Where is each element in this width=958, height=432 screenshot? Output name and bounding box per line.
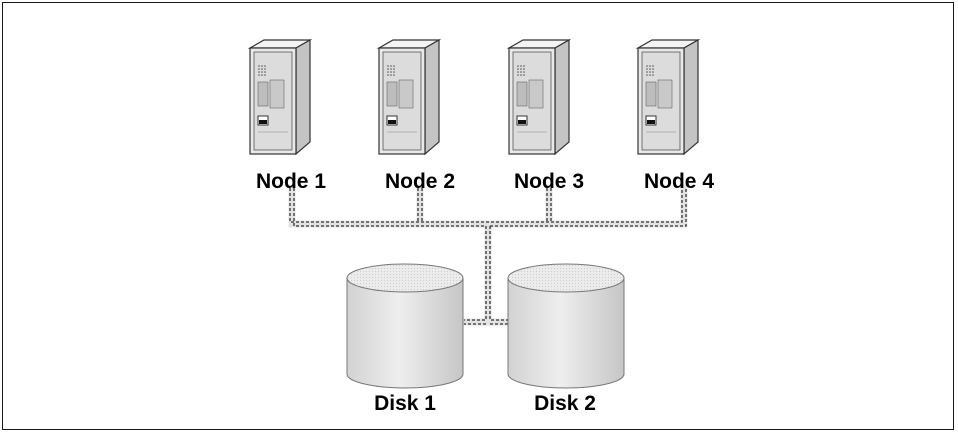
server-tower-icon [378,39,440,155]
node-label: Node 3 [514,170,584,193]
node-server-2 [378,39,440,155]
network-cabling [288,184,688,326]
server-tower-icon [637,39,699,155]
node-label: Node 4 [644,170,714,193]
disk-cylinder-icon [507,263,625,389]
node-label: Node 1 [256,170,326,193]
server-tower-icon [508,39,570,155]
node-server-3 [508,39,570,155]
shared-disk-1 [346,263,464,389]
node-server-1 [249,39,311,155]
disk-label: Disk 2 [534,392,596,415]
disk-label: Disk 1 [374,392,436,415]
shared-disk-2 [507,263,625,389]
node-server-4 [637,39,699,155]
node-label: Node 2 [385,170,455,193]
disk-cylinder-icon [346,263,464,389]
server-tower-icon [249,39,311,155]
